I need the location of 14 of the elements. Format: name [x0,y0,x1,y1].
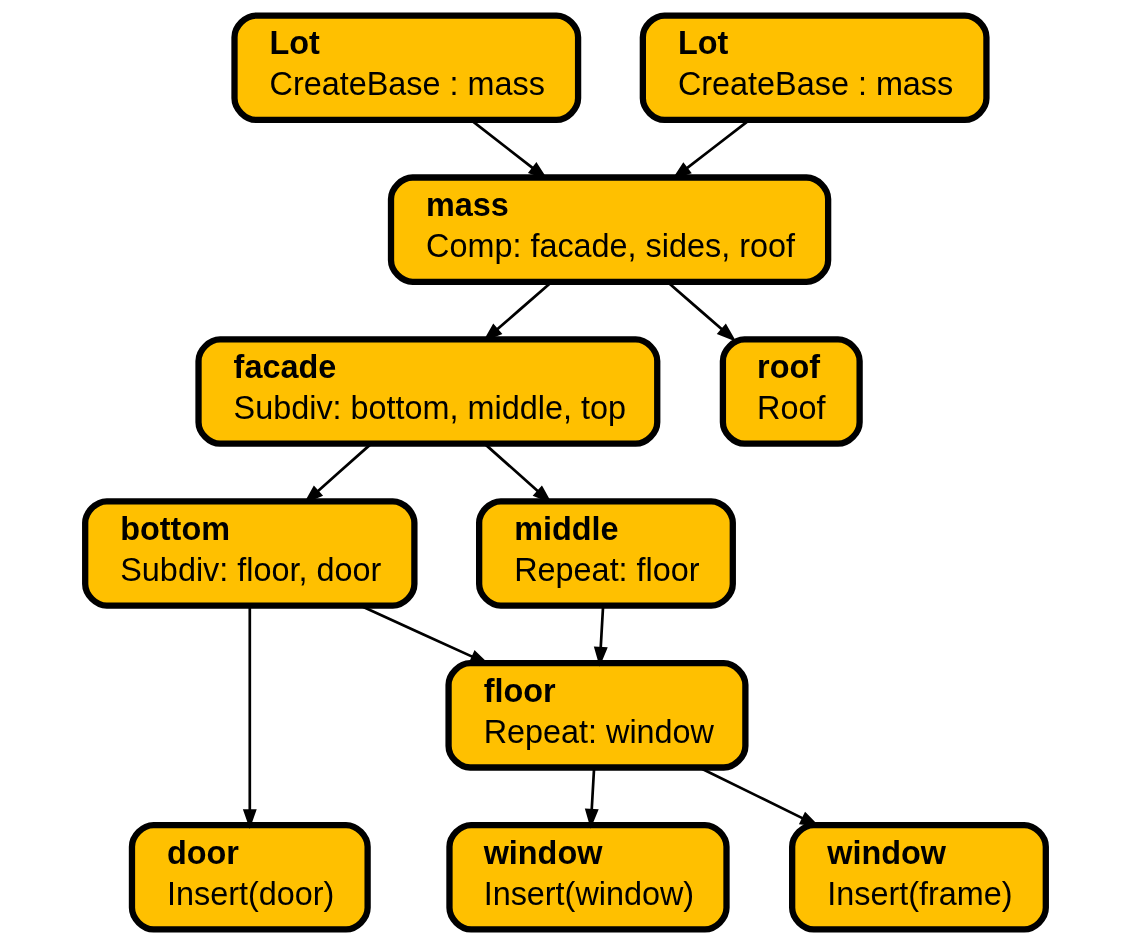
arrow [593,606,608,667]
node-box: roof Roof [719,336,863,447]
node-box: facade Subdiv: bottom, middle, top [194,336,660,447]
node-box: mass Comp: facade, sides, roof [387,174,831,285]
node-box: middle Repeat: floor [475,498,736,609]
node-box: Lot CreateBase : mass [230,12,581,124]
node-box: floor Repeat: window [444,660,749,771]
node-box: door Insert(door) [128,821,371,933]
node-box: window Insert(frame) [788,821,1049,933]
node-box: bottom Subdiv: floor, door [81,498,418,609]
node-box: window Insert(window) [445,821,730,933]
node-box: Lot CreateBase : mass [639,12,990,124]
arrow [584,768,599,829]
arrow [242,606,257,830]
